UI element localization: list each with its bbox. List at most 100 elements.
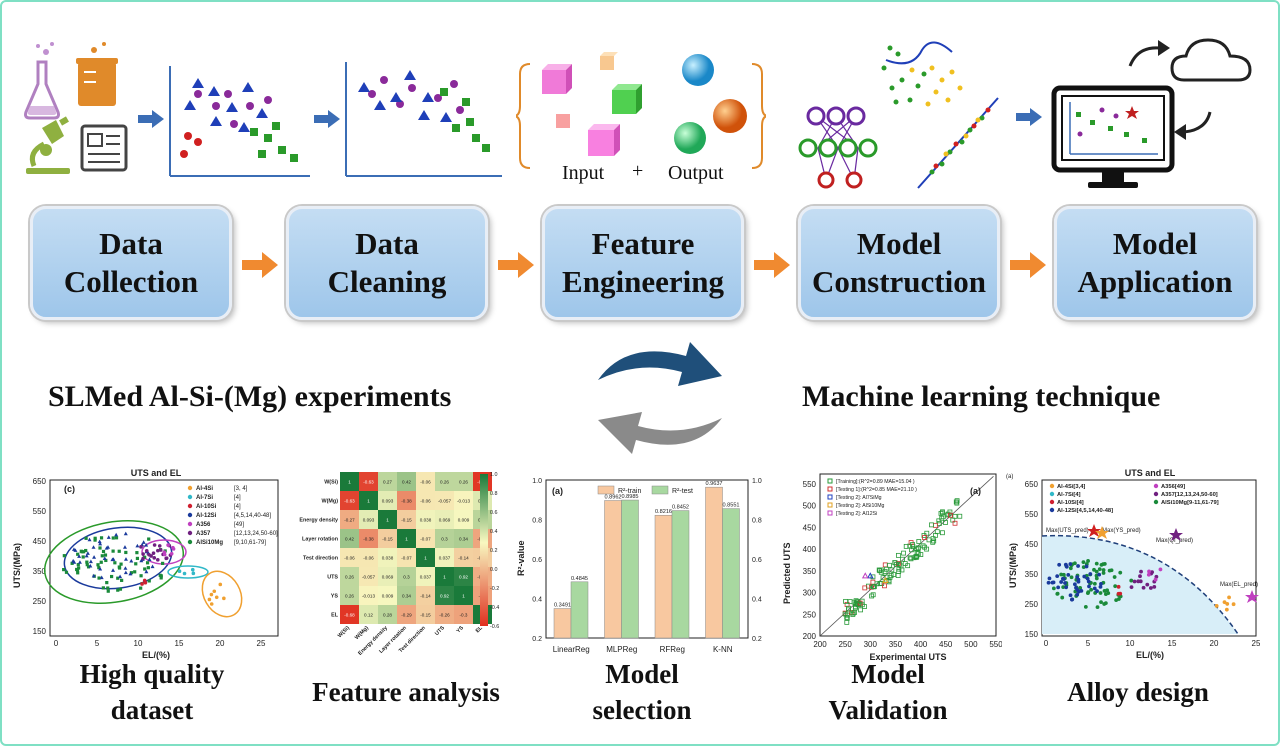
data-point [214, 595, 219, 600]
legend-ref: [9,10,61-79] [234, 540, 266, 546]
data-point [1098, 591, 1103, 595]
data-point [1129, 578, 1134, 583]
data-point [1231, 602, 1236, 607]
category-label: MLPReg [606, 645, 637, 654]
heatmap-value: -0.15 [401, 518, 412, 523]
data-point [97, 539, 102, 544]
heatmap-value: 0.093 [382, 499, 394, 504]
heatmap-cell [340, 510, 359, 529]
heatmap-value: 0.34 [402, 594, 411, 599]
data-point [1152, 585, 1157, 589]
heatmap-cell [454, 567, 473, 586]
heatmap-cell [359, 472, 378, 491]
data-point [902, 561, 908, 566]
y-tick-label: 450 [1025, 540, 1039, 549]
x-tick-label: 0 [1044, 639, 1049, 648]
data-point [1097, 567, 1102, 572]
y-tick-label: 250 [1025, 600, 1039, 609]
y-axis-label: UTS/(MPa) [12, 543, 22, 588]
stage-label-line2: Engineering [562, 264, 724, 299]
data-point [1116, 584, 1121, 589]
data-point [851, 599, 857, 605]
data-point [113, 561, 117, 565]
alloy-panel-label: (a) [1006, 474, 1013, 480]
heatmap-row-label: UTS [327, 575, 338, 581]
x-tick-label: 400 [914, 640, 928, 649]
data-point [1092, 586, 1097, 591]
legend-label: Al-12Si[4,5,14,40-48] [1057, 508, 1113, 514]
legend-label: A356 [196, 522, 211, 528]
colorbar-tick: -0.4 [490, 605, 499, 611]
data-point [859, 602, 865, 608]
data-point [1068, 593, 1073, 598]
data-point [1132, 579, 1137, 584]
data-point [134, 562, 138, 566]
heatmap-cell [340, 548, 359, 567]
data-point [901, 550, 906, 556]
bar [621, 499, 639, 639]
legend-label: A357 [196, 531, 211, 537]
legend-label: Al-10Si[4] [1057, 500, 1084, 506]
heatmap-value: 0.26 [345, 575, 354, 580]
heatmap-value: -0.26 [439, 613, 450, 618]
data-point [882, 576, 889, 583]
x-tick-label: 20 [1210, 639, 1219, 648]
legend-marker [187, 512, 193, 518]
legend-marker [1153, 483, 1159, 489]
data-point [166, 543, 170, 547]
data-point [1147, 569, 1151, 574]
data-point [952, 513, 958, 519]
data-point [1222, 600, 1227, 605]
heatmap-value: -0.15 [420, 613, 431, 618]
data-point [1069, 575, 1074, 580]
data-point [954, 500, 960, 506]
legend-label: R²-test [672, 488, 693, 495]
document-icon [80, 124, 128, 172]
heatmap-value: -0.06 [420, 480, 431, 485]
data-point [1086, 559, 1090, 563]
legend-label: AlSi10Mg [196, 540, 223, 546]
x-tick-label: 0 [54, 639, 59, 648]
data-point [98, 546, 102, 550]
heatmap-cell [397, 548, 416, 567]
y-tick-label: 350 [1025, 570, 1039, 579]
data-point [1063, 581, 1067, 585]
data-point [91, 573, 96, 578]
legend-marker [187, 485, 193, 491]
heatmap-value: 0.009 [458, 518, 470, 523]
data-point [111, 549, 115, 553]
data-point [93, 538, 97, 542]
bar-value-label: 0.8216 [655, 509, 672, 515]
legend-swatch [597, 485, 615, 495]
data-point [144, 543, 149, 547]
data-point [122, 545, 127, 549]
data-point [843, 598, 848, 604]
x-tick-label: 300 [864, 640, 878, 649]
data-point [133, 570, 137, 574]
legend-marker [827, 494, 833, 500]
heatmap-col-label: EL [475, 625, 485, 635]
data-point [118, 587, 123, 591]
heatmap-row-label: Layer rotation [302, 537, 338, 543]
data-point [862, 585, 868, 591]
legend-marker [187, 530, 193, 536]
heatmap-row-label: W(Mg) [322, 499, 339, 505]
caption-feature-analysis: Feature analysis [312, 677, 500, 707]
data-point [1097, 572, 1102, 577]
data-point [147, 557, 152, 562]
data-point [145, 561, 150, 565]
data-point [141, 556, 145, 561]
data-point [155, 558, 160, 562]
heatmap-cell [454, 491, 473, 510]
heatmap-cell [340, 586, 359, 605]
bar-value-label: 0.8962 [604, 495, 621, 501]
data-point [1062, 577, 1066, 581]
heatmap-cell [359, 491, 378, 510]
legend-label: [Testing 1]:(R^2=0.85 MAE=21.10 ) [836, 487, 917, 493]
annotation-max-qi: Max(QI_pred) [1156, 538, 1193, 544]
blue-arrow-icon [1016, 108, 1042, 126]
